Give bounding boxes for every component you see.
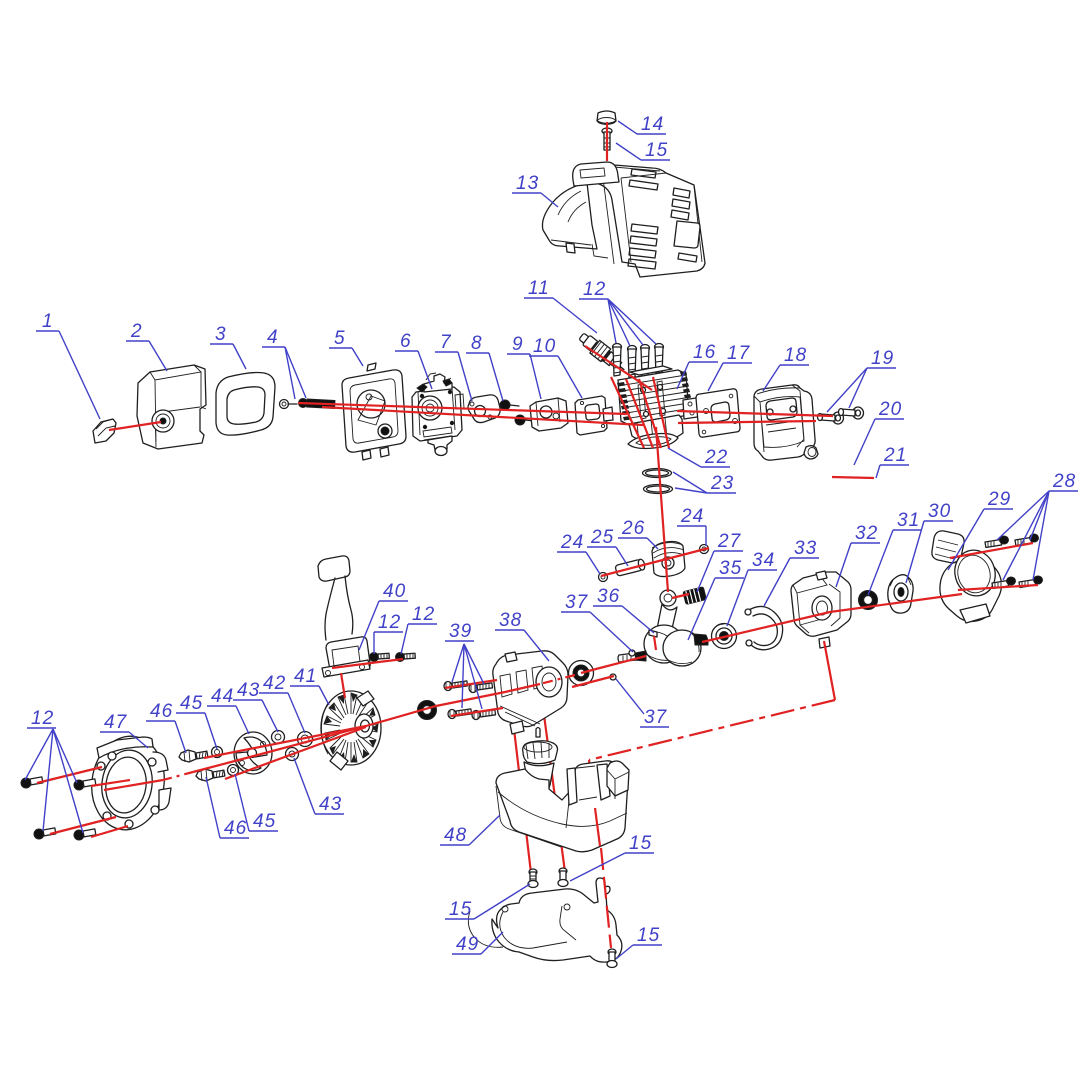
svg-text:26: 26 [621, 518, 645, 539]
svg-text:5: 5 [334, 328, 346, 349]
svg-text:9: 9 [512, 334, 524, 355]
svg-text:37: 37 [565, 592, 589, 613]
svg-text:30: 30 [928, 501, 951, 522]
svg-text:36: 36 [597, 586, 620, 607]
svg-text:46: 46 [150, 701, 173, 722]
svg-text:10: 10 [533, 336, 556, 357]
svg-text:43: 43 [237, 680, 260, 701]
svg-text:12: 12 [583, 279, 606, 300]
svg-text:40: 40 [383, 581, 406, 602]
svg-text:37: 37 [644, 707, 668, 728]
svg-text:15: 15 [637, 925, 660, 946]
svg-text:29: 29 [987, 489, 1011, 510]
svg-text:33: 33 [794, 538, 817, 559]
svg-text:7: 7 [440, 332, 452, 353]
svg-text:45: 45 [180, 693, 203, 714]
svg-text:3: 3 [215, 324, 227, 345]
svg-text:11: 11 [528, 278, 550, 299]
svg-text:15: 15 [645, 140, 668, 161]
svg-text:49: 49 [456, 934, 479, 955]
svg-text:17: 17 [727, 343, 751, 364]
svg-text:12: 12 [378, 612, 401, 633]
svg-text:48: 48 [444, 825, 467, 846]
svg-text:47: 47 [104, 712, 128, 733]
svg-text:24: 24 [560, 532, 584, 553]
svg-text:32: 32 [855, 523, 878, 544]
svg-text:16: 16 [693, 342, 716, 363]
svg-text:35: 35 [719, 558, 742, 579]
svg-text:8: 8 [471, 333, 483, 354]
svg-text:6: 6 [400, 331, 412, 352]
svg-text:25: 25 [590, 527, 614, 548]
svg-text:14: 14 [641, 114, 664, 135]
svg-text:23: 23 [710, 473, 734, 494]
svg-text:39: 39 [449, 621, 472, 642]
svg-text:28: 28 [1052, 471, 1076, 492]
svg-text:27: 27 [717, 531, 742, 552]
svg-text:42: 42 [263, 673, 286, 694]
svg-text:12: 12 [412, 604, 435, 625]
svg-text:34: 34 [752, 550, 775, 571]
svg-text:12: 12 [31, 708, 54, 729]
svg-text:4: 4 [267, 327, 279, 348]
svg-text:13: 13 [516, 173, 539, 194]
svg-text:15: 15 [449, 899, 472, 920]
svg-text:43: 43 [319, 794, 342, 815]
svg-text:46: 46 [224, 818, 247, 839]
svg-text:20: 20 [878, 399, 902, 420]
svg-text:38: 38 [499, 610, 522, 631]
svg-text:22: 22 [704, 447, 728, 468]
svg-text:41: 41 [294, 666, 317, 687]
svg-text:21: 21 [883, 445, 907, 466]
svg-text:45: 45 [253, 811, 276, 832]
svg-text:31: 31 [897, 510, 920, 531]
svg-text:2: 2 [130, 321, 143, 342]
svg-text:15: 15 [629, 833, 652, 854]
svg-text:1: 1 [42, 311, 54, 332]
svg-text:44: 44 [211, 686, 234, 707]
svg-text:18: 18 [784, 345, 807, 366]
svg-text:19: 19 [871, 348, 894, 369]
svg-text:24: 24 [680, 506, 704, 527]
